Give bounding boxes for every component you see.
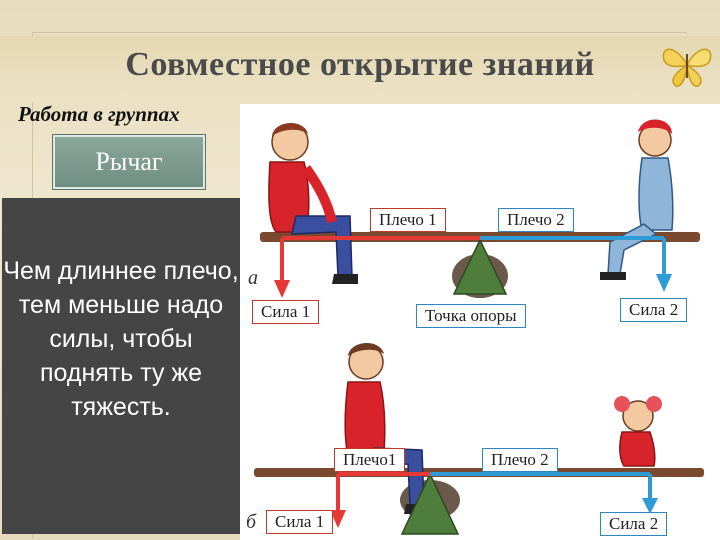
explanation-panel: Чем длиннее плечо, тем меньше надо силы,… [2, 198, 240, 534]
boy-figure-b [344, 342, 432, 514]
girl-figure-a [600, 119, 674, 280]
butterfly-icon [662, 48, 712, 87]
diagram-letter-b: б [246, 511, 257, 533]
explanation-text: Чем длиннее плечо, тем меньше надо силы,… [3, 257, 239, 421]
lever-badge: Рычаг [53, 135, 205, 189]
arm1-label-b: Плечо1 [334, 448, 406, 472]
lever-diagram: а б [246, 119, 704, 535]
boy-figure-a [268, 122, 358, 284]
force1-arrow-b [330, 510, 346, 528]
force2-arrow-b [642, 498, 658, 514]
arm2-label-b: Плечо 2 [482, 448, 558, 472]
force2-label-b: Сила 2 [600, 512, 668, 536]
fulcrum-label-a: Точка опоры [416, 304, 526, 328]
arm1-label-a: Плечо 1 [370, 208, 446, 232]
force1-label-b: Сила 1 [266, 510, 334, 534]
force1-label-a: Сила 1 [252, 300, 320, 324]
title-band [0, 36, 720, 102]
group-work-subtitle: Работа в группах [18, 102, 180, 126]
diagram-letter-a: а [248, 267, 258, 289]
girl-figure-b [614, 396, 662, 467]
force2-arrow-a [656, 274, 672, 292]
fulcrum-triangle-b [400, 472, 460, 535]
force1-arrow-a [274, 280, 290, 298]
force2-label-a: Сила 2 [620, 298, 688, 322]
lever-illustration: а б Плечо 1 Плечо 2 Сила 1 Точка опоры С… [240, 104, 720, 540]
slide-title: Совместное открытие знаний [125, 46, 595, 83]
fulcrum-triangle-a [452, 238, 508, 295]
arm2-label-a: Плечо 2 [498, 208, 574, 232]
